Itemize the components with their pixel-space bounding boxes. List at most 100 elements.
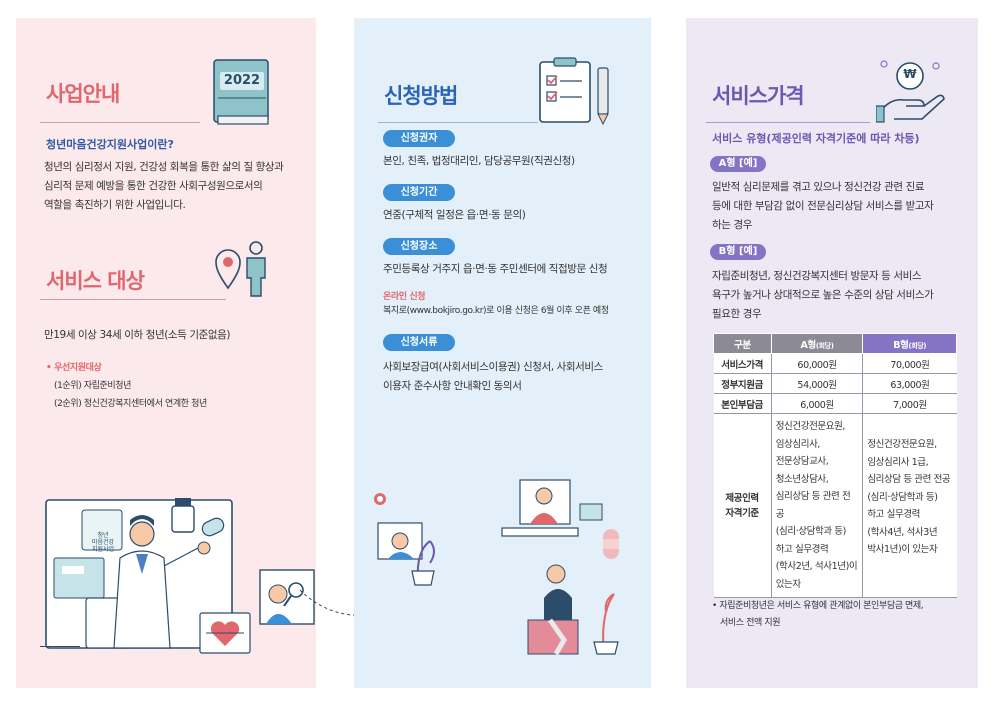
note-line: 서비스 전액 지원: [720, 618, 781, 628]
service-price-title: 서비스가격: [712, 84, 805, 108]
location-person-icon: [212, 240, 272, 302]
price-cell: 70,000원: [862, 353, 957, 374]
priority-title-label: 우선지원대상: [54, 363, 102, 373]
qual-line: 하고 실무경력: [867, 509, 921, 520]
won-symbol: ₩: [903, 67, 917, 81]
place-text: 주민등록상 거주지 읍·면·동 주민센터에 직접방문 신청: [383, 263, 608, 275]
qual-line: 심리상담 등 관련 전공: [775, 491, 851, 520]
exemption-note: • 자립준비청년은 서비스 유형에 관계없이 본인부담금 면제, 서비스 전액 …: [712, 598, 974, 632]
business-info-panel: 사업안내 2022 청년마음건강지원사업이란? 청년의 심리정서 지원, 건강성…: [16, 18, 316, 688]
qual-line: (심리·상담학과 등): [775, 526, 847, 537]
row-label-line: 제공인력: [725, 492, 759, 504]
row-label-line: 자격기준: [725, 507, 759, 519]
table-row: 정부지원금 54,000원 63,000원: [713, 373, 957, 394]
price-table: 구분 A형(회당) B형(회당) 서비스가격 60,000원 70,000원 정…: [713, 333, 957, 598]
service-target-title: 서비스 대상: [46, 269, 145, 293]
table-header-row: 구분 A형(회당) B형(회당): [713, 333, 957, 354]
qual-line: (학사4년, 석사3년: [867, 526, 938, 538]
qual-line: 박사1년)이 있는자: [867, 544, 938, 555]
type-b-line: 필요한 경우: [712, 308, 762, 320]
application-method-panel: 신청방법 신청권자 본인, 친족, 법정대리인, 담당공무원(직권신청) 신청기…: [354, 18, 651, 688]
header-type-a-unit: (회당): [815, 341, 834, 350]
row-label: 본인부담금: [713, 393, 772, 414]
divider: [40, 646, 80, 647]
qual-line: 정신건강전문요원,: [867, 439, 937, 450]
price-cell: 54,000원: [770, 373, 863, 394]
price-cell: 63,000원: [862, 373, 957, 394]
table-row: 제공인력 자격기준 정신건강전문요원, 임상심리사, 전문상담교사, 청소년상담…: [713, 413, 957, 598]
monitor-logo-line: 마음건강: [91, 539, 115, 546]
qual-line: 하고 실무경력: [775, 543, 829, 555]
note-line: • 자립준비청년은 서비스 유형에 관계없이 본인부담금 면제,: [712, 601, 924, 611]
documents-text: 사회보장급여(사회서비스이용권) 신청서, 사회서비스 이용자 준수사항 안내확…: [383, 358, 645, 396]
table-row: 본인부담금 6,000원 7,000원: [713, 393, 957, 414]
documents-pill: 신청서류: [383, 334, 455, 351]
person-laptop-illustration: [500, 478, 612, 542]
type-b-text: 자립준비청년, 정신건강복지센터 방문자 등 서비스 욕구가 높거나 상대적으로…: [712, 267, 974, 324]
price-cell: 7,000원: [862, 393, 957, 414]
clipboard-checklist-icon: [538, 56, 614, 128]
intro-line: 청년의 심리정서 지원, 건강성 회복을 통한 삶의 질 향상과: [44, 161, 284, 173]
divider: [40, 122, 200, 123]
magnifier-person-illustration: [258, 568, 316, 626]
book-2022-icon: 2022: [212, 58, 272, 128]
type-b-line: 욕구가 높거나 상대적으로 높은 수준의 상담 서비스가: [712, 289, 934, 301]
priority-title: • 우선지원대상: [46, 363, 102, 373]
price-cell: 60,000원: [770, 353, 863, 374]
header-type-a: A형(회당): [770, 333, 864, 354]
row-label: 정부지원금: [713, 373, 772, 394]
qual-line: 정신건강전문요원,: [775, 421, 846, 432]
qual-line: 전문상담교사,: [775, 456, 829, 467]
type-b-line: 자립준비청년, 정신건강복지센터 방문자 등 서비스: [712, 270, 922, 282]
header-type-a-label: A형: [800, 339, 817, 351]
type-a-pill: A형 [예]: [710, 156, 766, 172]
monitor-logo-line: 지원사업: [91, 546, 115, 553]
business-info-title: 사업안내: [46, 82, 120, 106]
header-type-b: B형(회당): [862, 333, 957, 354]
application-method-title: 신청방법: [384, 84, 458, 108]
row-label: 제공인력 자격기준: [713, 413, 772, 598]
qual-line: 있는자: [775, 578, 801, 590]
qualification-b: 정신건강전문요원, 임상심리사 1급, 심리상담 등 관련 전공 (심리·상담학…: [862, 413, 957, 598]
divider: [40, 299, 226, 300]
priority-2: (2순위) 정신건강복지센터에서 연계한 청년: [54, 399, 207, 409]
divider: [378, 122, 538, 123]
header-category: 구분: [713, 333, 772, 354]
qualification-a: 정신건강전문요원, 임상심리사, 전문상담교사, 청소년상담사, 심리상담 등 …: [770, 413, 863, 598]
row-label: 서비스가격: [713, 353, 772, 374]
plant-person-illustration: [372, 493, 444, 588]
book-year: 2022: [223, 73, 261, 88]
header-type-b-unit: (회당): [908, 341, 927, 350]
monitor-logo: 청년 마음건강 지원사업: [86, 532, 120, 553]
documents-line: 사회보장급여(사회서비스이용권) 신청서, 사회서비스: [383, 361, 603, 373]
qual-line: 임상심리사 1급,: [867, 456, 929, 468]
type-b-pill: B형 [예]: [710, 244, 766, 260]
sitting-person-illustration: [520, 558, 630, 656]
target-text: 만19세 이상 34세 이하 청년(소득 기준없음): [44, 329, 231, 341]
intro-line: 역할을 촉진하기 위한 사업입니다.: [44, 199, 186, 211]
intro-line: 심리적 문제 예방을 통한 건강한 사회구성원으로서의: [44, 180, 263, 192]
divider: [706, 122, 870, 123]
period-pill: 신청기간: [383, 184, 455, 201]
online-text: 복지로(www.bokjiro.go.kr)로 이용 신청은 6월 이후 오픈 …: [383, 306, 609, 316]
qual-line: 임상심리사,: [775, 438, 821, 450]
online-label: 온라인 신청: [383, 292, 426, 302]
bandage-icon: [600, 528, 622, 560]
documents-line: 이용자 준수사항 안내확인 동의서: [383, 380, 522, 392]
service-price-panel: 서비스가격 ₩ 서비스 유형(제공인력 자격기준에 따라 차등) A형 [예] …: [686, 18, 978, 688]
priority-1: (1순위) 자립준비청년: [54, 381, 132, 391]
period-text: 연중(구체적 일정은 읍·면·동 문의): [383, 209, 526, 221]
type-a-line: 일반적 심리문제를 겪고 있으나 정신건강 관련 진료: [712, 181, 925, 193]
qual-line: 청소년상담사,: [775, 473, 829, 485]
type-a-text: 일반적 심리문제를 겪고 있으나 정신건강 관련 진료 등에 대한 부담감 없이…: [712, 178, 974, 235]
price-cell: 6,000원: [770, 393, 863, 414]
table-row: 서비스가격 60,000원 70,000원: [713, 353, 957, 374]
service-type-subtitle: 서비스 유형(제공인력 자격기준에 따라 차등): [712, 132, 920, 145]
note-text: 자립준비청년은 서비스 유형에 관계없이 본인부담금 면제,: [719, 601, 924, 611]
qual-line: 심리상담 등 관련 전공: [867, 474, 951, 485]
monitor-logo-line: 청년: [97, 532, 109, 539]
type-a-line: 등에 대한 부담감 없이 전문심리상담 서비스를 받고자: [712, 200, 934, 212]
qual-line: (학사2년, 석사1년)이: [775, 561, 858, 572]
doctor-monitor-illustration: 청년 마음건강 지원사업: [42, 488, 264, 656]
